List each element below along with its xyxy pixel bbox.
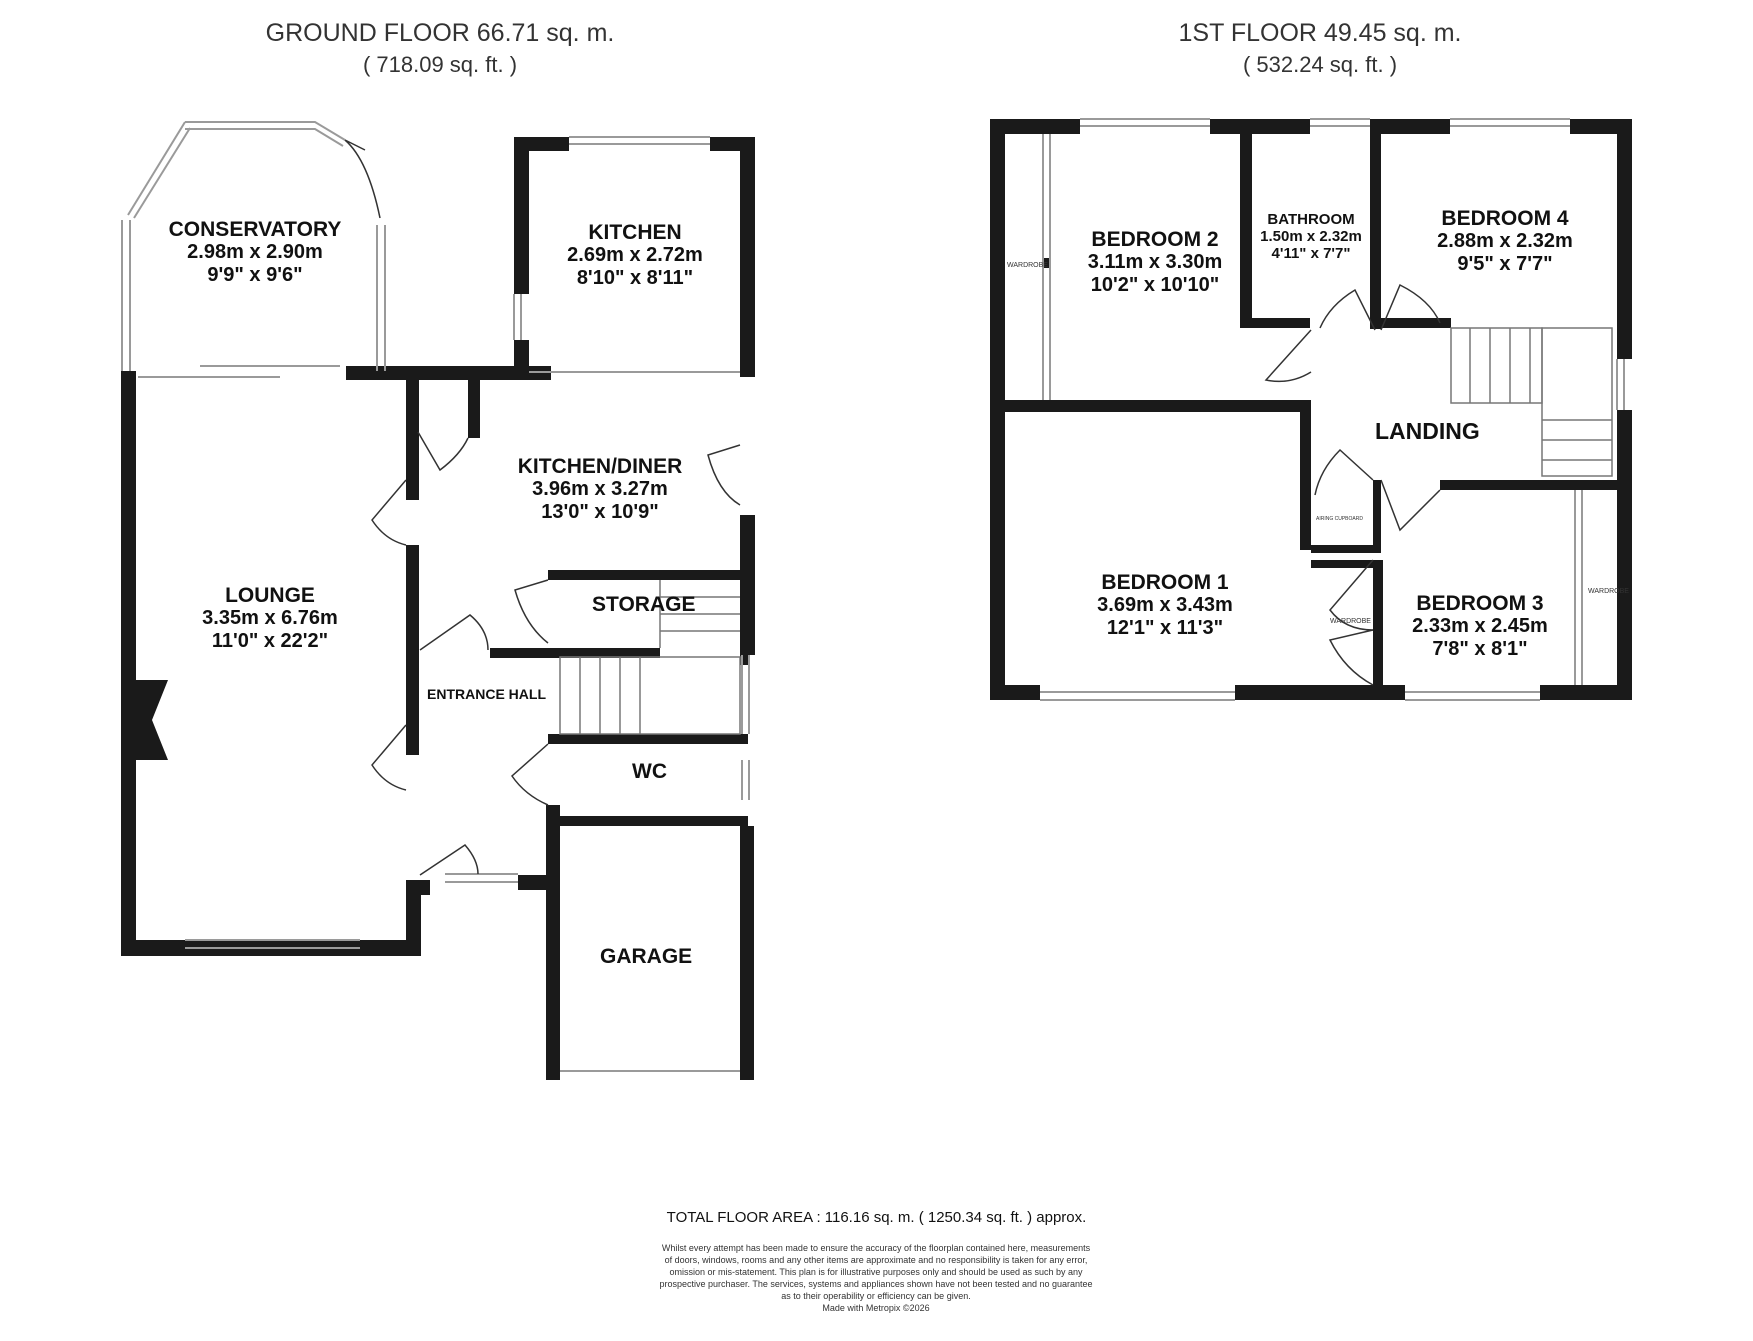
room-name: BATHROOM: [1267, 211, 1355, 228]
first-floor-subtitle: ( 532.24 sq. ft. ): [1242, 52, 1398, 77]
room-metric: 1.50m x 2.32m: [1260, 228, 1362, 245]
first-floor-doors: [1264, 283, 1441, 686]
ground-floor-subtitle: ( 718.09 sq. ft. ): [362, 52, 518, 77]
room-metric: 2.33m x 2.45m: [1412, 615, 1548, 637]
room-imperial: 8'10" x 8'11": [576, 267, 694, 289]
made-with: Made with Metropix ©2026: [822, 1303, 930, 1313]
room-kitchen-diner: KITCHEN/DINER 3.96m x 3.27m 13'0" x 10'9…: [480, 455, 720, 524]
room-name: BEDROOM 1: [1101, 571, 1229, 594]
disclaimer-line: Whilst every attempt has been made to en…: [661, 1243, 1091, 1253]
fireplace-icon: [136, 680, 168, 760]
room-metric: 3.96m x 3.27m: [532, 478, 668, 500]
room-kitchen: KITCHEN 2.69m x 2.72m 8'10" x 8'11": [540, 221, 730, 290]
label-garage: GARAGE: [600, 945, 693, 968]
room-bedroom-4: BEDROOM 4 2.88m x 2.32m 9'5" x 7'7": [1405, 207, 1605, 276]
label-landing: LANDING: [1375, 418, 1480, 444]
room-name: BEDROOM 3: [1416, 592, 1544, 615]
disclaimer: Whilst every attempt has been made to en…: [576, 1242, 1176, 1314]
ground-floor-walls: [121, 137, 755, 1080]
disclaimer-line: as to their operability or efficiency ca…: [781, 1291, 971, 1301]
label-wc: WC: [632, 760, 667, 783]
room-bathroom: BATHROOM 1.50m x 2.32m 4'11" x 7'7": [1253, 211, 1369, 262]
room-conservatory: CONSERVATORY 2.98m x 2.90m 9'9" x 9'6": [155, 218, 355, 287]
first-floor-walls: [990, 119, 1632, 700]
ground-floor-windows: [121, 121, 750, 1072]
label-wardrobe-bed2: WARDROBE: [1007, 262, 1048, 269]
room-name: LOUNGE: [225, 584, 315, 607]
disclaimer-line: omission or mis-statement. This plan is …: [669, 1267, 1083, 1277]
ground-floor-title: GROUND FLOOR 66.71 sq. m.: [265, 19, 615, 47]
room-name: BEDROOM 2: [1091, 228, 1219, 251]
room-metric: 3.11m x 3.30m: [1087, 251, 1223, 273]
room-bedroom-3: BEDROOM 3 2.33m x 2.45m 7'8" x 8'1": [1385, 592, 1575, 661]
room-bedroom-1: BEDROOM 1 3.69m x 3.43m 12'1" x 11'3": [1060, 571, 1270, 640]
room-metric: 2.98m x 2.90m: [187, 241, 323, 263]
ground-floor-heading: GROUND FLOOR 66.71 sq. m. ( 718.09 sq. f…: [230, 18, 650, 80]
room-imperial: 9'9" x 9'6": [207, 264, 303, 286]
room-imperial: 13'0" x 10'9": [541, 501, 659, 523]
room-name: CONSERVATORY: [168, 218, 342, 241]
disclaimer-line: of doors, windows, rooms and any other i…: [664, 1255, 1088, 1265]
first-floor-heading: 1ST FLOOR 49.45 sq. m. ( 532.24 sq. ft. …: [1110, 18, 1530, 80]
first-floor-title: 1ST FLOOR 49.45 sq. m.: [1178, 19, 1462, 47]
room-metric: 2.69m x 2.72m: [567, 244, 703, 266]
label-wardrobe-bed1: WARDROBE: [1330, 618, 1371, 625]
room-imperial: 11'0" x 22'2": [211, 630, 329, 652]
first-floor-windows: [1040, 118, 1625, 701]
label-airing-cupboard: AIRING CUPBOARD: [1316, 516, 1363, 522]
room-imperial: 9'5" x 7'7": [1457, 253, 1553, 275]
room-name: KITCHEN/DINER: [517, 455, 683, 478]
room-name: BEDROOM 4: [1441, 207, 1569, 230]
room-metric: 3.69m x 3.43m: [1097, 594, 1233, 616]
label-storage: STORAGE: [592, 593, 696, 616]
first-floor-stairs: [1450, 327, 1613, 477]
room-metric: 3.35m x 6.76m: [202, 607, 338, 629]
room-metric: 2.88m x 2.32m: [1437, 230, 1573, 252]
room-name: KITCHEN: [588, 221, 682, 244]
total-floor-area: TOTAL FLOOR AREA : 116.16 sq. m. ( 1250.…: [666, 1209, 1087, 1226]
ground-floor-stairs: [559, 580, 741, 735]
room-lounge: LOUNGE 3.35m x 6.76m 11'0" x 22'2": [150, 584, 390, 653]
room-bedroom-2: BEDROOM 2 3.11m x 3.30m 10'2" x 10'10": [1050, 228, 1260, 297]
room-imperial: 7'8" x 8'1": [1432, 638, 1528, 660]
ground-floor-doors: [344, 139, 741, 876]
room-imperial: 12'1" x 11'3": [1106, 617, 1224, 639]
room-imperial: 4'11" x 7'7": [1271, 245, 1351, 262]
disclaimer-line: prospective purchaser. The services, sys…: [659, 1279, 1093, 1289]
label-wardrobe-bed3: WARDROBE: [1588, 588, 1629, 595]
label-entrance-hall: ENTRANCE HALL: [427, 686, 546, 702]
room-imperial: 10'2" x 10'10": [1090, 274, 1220, 296]
